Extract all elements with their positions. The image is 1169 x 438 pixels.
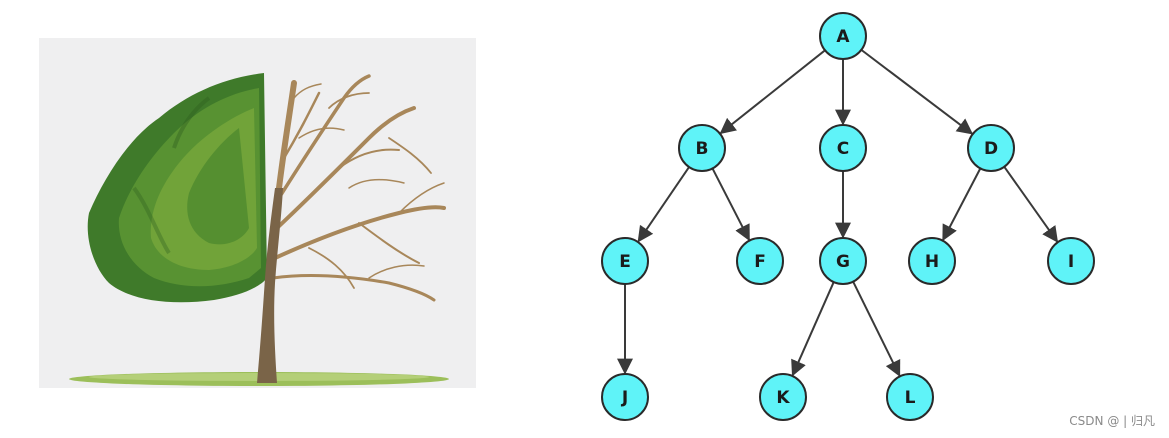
node-circle [908, 237, 956, 285]
node-d: D [967, 124, 1015, 172]
node-a: A [819, 12, 867, 60]
tree-illustration [39, 38, 476, 388]
node-circle [678, 124, 726, 172]
edge-g-l [852, 281, 901, 377]
edge-a-b [719, 49, 826, 135]
edge-g-k [791, 281, 835, 377]
node-circle [819, 237, 867, 285]
edge-b-f [711, 168, 750, 242]
node-g: G [819, 237, 867, 285]
node-l: L [886, 373, 934, 421]
node-label: K [776, 388, 790, 408]
node-label: F [754, 252, 766, 272]
leafy-half [87, 73, 267, 303]
tree-diagram: A B C D E F G H I J K L [601, 12, 1095, 421]
edge-d-i [1003, 166, 1059, 243]
node-e: E [601, 237, 649, 285]
node-label: D [984, 139, 998, 159]
node-label: J [621, 388, 628, 408]
edges-layer [617, 49, 1059, 377]
node-circle [819, 12, 867, 60]
node-circle [601, 373, 649, 421]
node-j: J [601, 373, 649, 421]
tree-trunk [257, 188, 283, 383]
node-b: B [678, 124, 726, 172]
edge-b-e [637, 166, 690, 243]
node-k: K [759, 373, 807, 421]
node-label: H [925, 252, 939, 272]
node-circle [967, 124, 1015, 172]
node-f: F [736, 237, 784, 285]
nodes-layer: A B C D E F G H I J K L [601, 12, 1095, 421]
node-label: L [905, 388, 916, 408]
edge-d-h [942, 167, 982, 242]
node-label: C [837, 139, 849, 159]
node-label: A [836, 27, 850, 47]
node-circle [736, 237, 784, 285]
node-i: I [1047, 237, 1095, 285]
node-label: E [619, 252, 631, 272]
node-label: I [1068, 252, 1074, 272]
node-circle [886, 373, 934, 421]
node-h: H [908, 237, 956, 285]
node-circle [819, 124, 867, 172]
node-c: C [819, 124, 867, 172]
edge-a-d [860, 49, 974, 135]
node-circle [1047, 237, 1095, 285]
watermark: CSDN @ | 归凡 [1069, 414, 1155, 428]
node-label: B [696, 139, 709, 159]
node-circle [759, 373, 807, 421]
node-circle [601, 237, 649, 285]
node-label: G [836, 252, 850, 272]
